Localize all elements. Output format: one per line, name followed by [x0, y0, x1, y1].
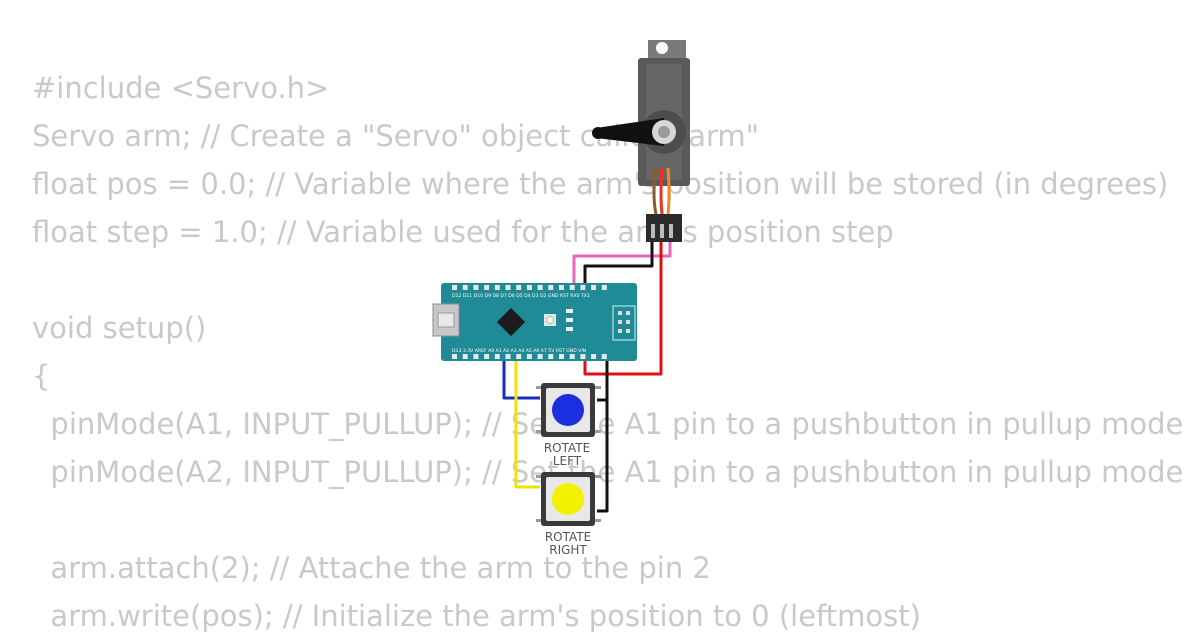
wire-blue-a1[interactable]: [502, 350, 540, 400]
header-pin: [601, 354, 607, 359]
usb-port: [432, 303, 460, 337]
nano-bottom-pin-row: [452, 354, 607, 359]
header-pin: [473, 285, 479, 290]
code-line: {: [32, 359, 51, 393]
header-pin: [537, 285, 543, 290]
code-line: pinMode(A2, INPUT_PULLUP); // Set the A1…: [32, 455, 1184, 489]
button-left-label-1: ROTATE: [544, 441, 590, 455]
header-pin: [526, 354, 532, 359]
header-pin: [580, 354, 586, 359]
header-pin: [548, 285, 554, 290]
header-pin: [505, 354, 511, 359]
status-leds: [566, 309, 573, 331]
header-pin: [462, 285, 468, 290]
header-pin: [548, 354, 554, 359]
button-cap-yellow[interactable]: [552, 483, 584, 515]
header-pin: [537, 354, 543, 359]
header-pin: [559, 285, 564, 290]
header-pin: [484, 354, 490, 359]
code-line: pinMode(A1, INPUT_PULLUP); // Set the A1…: [32, 407, 1184, 441]
button-cap-blue[interactable]: [552, 394, 584, 426]
arduino-nano-board[interactable]: D12 D11 D10 D9 D8 D7 D6 D5 D4 D3 D2 GND …: [432, 283, 637, 361]
button-left-label-2: LEFT: [553, 454, 582, 468]
header-pin: [452, 285, 457, 290]
servo-horn[interactable]: [592, 118, 676, 146]
wire-pink-signal[interactable]: [572, 240, 672, 295]
nano-bottom-pin-labels: D13 3.3V AREF A0 A1 A2 A3 A4 A5 A6 A7 5V…: [452, 348, 586, 354]
header-pin: [569, 285, 575, 290]
header-pin: [505, 285, 511, 290]
header-pin: [591, 285, 597, 290]
wires: [502, 240, 672, 513]
header-pin: [516, 285, 522, 290]
reset-button[interactable]: [544, 314, 556, 326]
wire-red-power[interactable]: [583, 240, 663, 376]
icsp-header: [612, 305, 636, 341]
header-pin: [569, 354, 575, 359]
servo-motor[interactable]: [592, 40, 690, 242]
pushbutton-rotate-left[interactable]: ROTATE LEFT: [536, 383, 601, 468]
code-line: void setup(): [32, 311, 207, 345]
microcontroller-chip: [496, 307, 526, 337]
header-pin: [462, 354, 468, 359]
header-pin: [591, 354, 597, 359]
header-pin: [601, 285, 607, 290]
nano-top-pin-row: [452, 285, 607, 290]
nano-top-pin-labels: D12 D11 D10 D9 D8 D7 D6 D5 D4 D3 D2 GND …: [452, 293, 590, 299]
header-pin: [484, 285, 490, 290]
header-pin: [494, 285, 500, 290]
code-editor-background: #include <Servo.h> Servo arm; // Create a…: [32, 64, 1184, 633]
header-pin: [526, 285, 532, 290]
code-line: float step = 1.0; // Variable used for t…: [32, 215, 894, 249]
code-line: Servo arm; // Create a "Servo" object ca…: [32, 119, 760, 153]
code-line: arm.attach(2); // Attache the arm to the…: [32, 551, 711, 585]
header-pin: [452, 354, 457, 359]
header-pin: [559, 354, 564, 359]
header-pin: [473, 354, 479, 359]
wire-yellow-a2[interactable]: [514, 350, 540, 489]
header-pin: [494, 354, 500, 359]
code-line: #include <Servo.h>: [32, 71, 330, 105]
wire-black-ground[interactable]: [583, 240, 654, 295]
header-pin: [580, 285, 586, 290]
button-right-label-1: ROTATE: [545, 530, 591, 544]
pushbutton-rotate-right[interactable]: ROTATE RIGHT: [536, 472, 601, 557]
code-line: arm.write(pos); // Initialize the arm's …: [32, 599, 921, 633]
code-line: float pos = 0.0; // Variable where the a…: [32, 167, 1169, 201]
header-pin: [516, 354, 522, 359]
wire-black-buttons[interactable]: [597, 350, 609, 513]
button-right-label-2: RIGHT: [549, 543, 587, 557]
